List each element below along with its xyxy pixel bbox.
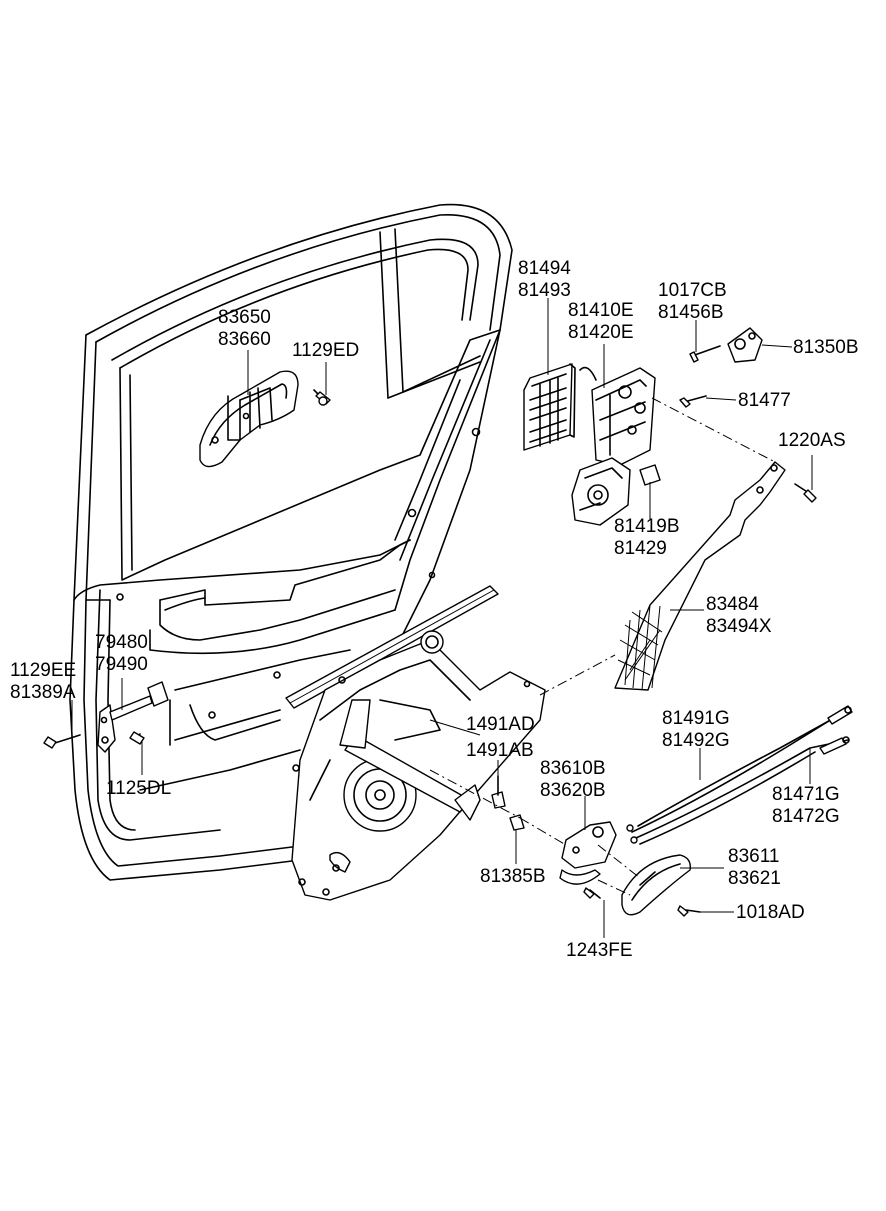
part-number: 83660: [218, 329, 271, 350]
label-1129ee: 1129EE 81389A: [10, 660, 76, 704]
label-83484: 83484 83494X: [706, 594, 772, 638]
label-1491ad: 1491AD: [466, 714, 535, 736]
part-number: 81350B: [793, 337, 859, 358]
bolt-1220as: [794, 483, 817, 503]
label-1018ad: 1018AD: [736, 902, 805, 924]
bolt-81385b: [509, 814, 525, 831]
part-number: 83620B: [540, 780, 606, 801]
screw-1243fe: [583, 887, 601, 899]
part-number: 81471G: [772, 784, 840, 805]
part-number: 81419B: [614, 516, 680, 537]
screw-81477: [679, 395, 707, 408]
window-regulator: [285, 585, 546, 901]
part-number: 1243FE: [566, 940, 633, 961]
part-number: 81456B: [658, 302, 724, 323]
label-83610b: 83610B 83620B: [540, 758, 606, 802]
label-81491g: 81491G 81492G: [662, 708, 730, 752]
part-number: 1129EE: [10, 660, 77, 681]
label-1491ab: 1491AB: [466, 740, 534, 762]
door-check: [43, 681, 169, 753]
label-1220as: 1220AS: [778, 430, 846, 452]
part-number: 1491AD: [466, 714, 535, 735]
door-frame: [69, 203, 513, 881]
label-1243fe: 1243FE: [566, 940, 633, 962]
part-number: 81410E: [568, 300, 634, 321]
label-1017cb: 1017CB 81456B: [658, 280, 727, 324]
part-number: 81491G: [662, 708, 730, 729]
part-number: 83621: [728, 868, 781, 889]
part-number: 1017CB: [658, 280, 727, 301]
cables: [626, 705, 853, 845]
part-number: 83611: [728, 846, 780, 867]
label-81477: 81477: [738, 390, 791, 412]
leader-lines: [71, 298, 813, 938]
part-number: 81385B: [480, 866, 546, 887]
part-number: 81389A: [10, 682, 76, 703]
part-number: 83650: [218, 307, 271, 328]
part-number: 1220AS: [778, 430, 846, 451]
part-number: 83610B: [540, 758, 606, 779]
part-number: 83494X: [706, 616, 772, 637]
label-81385b: 81385B: [480, 866, 546, 888]
part-number: 81493: [518, 280, 571, 301]
handle-bezel: [621, 854, 691, 916]
label-83650: 83650 83660: [218, 307, 271, 351]
assembly-lines: [429, 397, 776, 896]
label-81350b: 81350B: [793, 337, 859, 359]
label-1129ed: 1129ED: [292, 340, 359, 362]
part-number: 81492G: [662, 730, 730, 751]
door-latch: [571, 366, 661, 526]
part-number: 1491AB: [466, 740, 534, 761]
screw-1018ad: [677, 905, 701, 917]
label-81494: 81494 81493: [518, 258, 571, 302]
latch-panel: [523, 363, 576, 451]
part-number: 79490: [95, 654, 148, 675]
inside-handle-base: [559, 821, 617, 885]
part-number: 81494: [518, 258, 571, 279]
label-1125dl: 1125DL: [106, 778, 171, 800]
label-83611: 83611 83621: [728, 846, 781, 890]
part-number: 81429: [614, 538, 667, 559]
label-79480: 79480 79490: [95, 632, 148, 676]
outside-handle: [199, 370, 299, 468]
part-number: 81420E: [568, 322, 634, 343]
part-number: 81477: [738, 390, 791, 411]
label-81410e: 81410E 81420E: [568, 300, 634, 344]
part-number: 1018AD: [736, 902, 805, 923]
reinforcement-bracket: [614, 461, 786, 691]
part-number: 1129ED: [292, 340, 360, 361]
part-number: 1125DL: [106, 778, 172, 799]
screw-1129ed: [313, 389, 331, 406]
striker: [689, 327, 763, 363]
part-number: 83484: [706, 594, 759, 615]
label-81419b: 81419B 81429: [614, 516, 680, 560]
label-81471g: 81471G 81472G: [772, 784, 840, 828]
part-number: 79480: [95, 632, 148, 653]
part-number: 81472G: [772, 806, 840, 827]
